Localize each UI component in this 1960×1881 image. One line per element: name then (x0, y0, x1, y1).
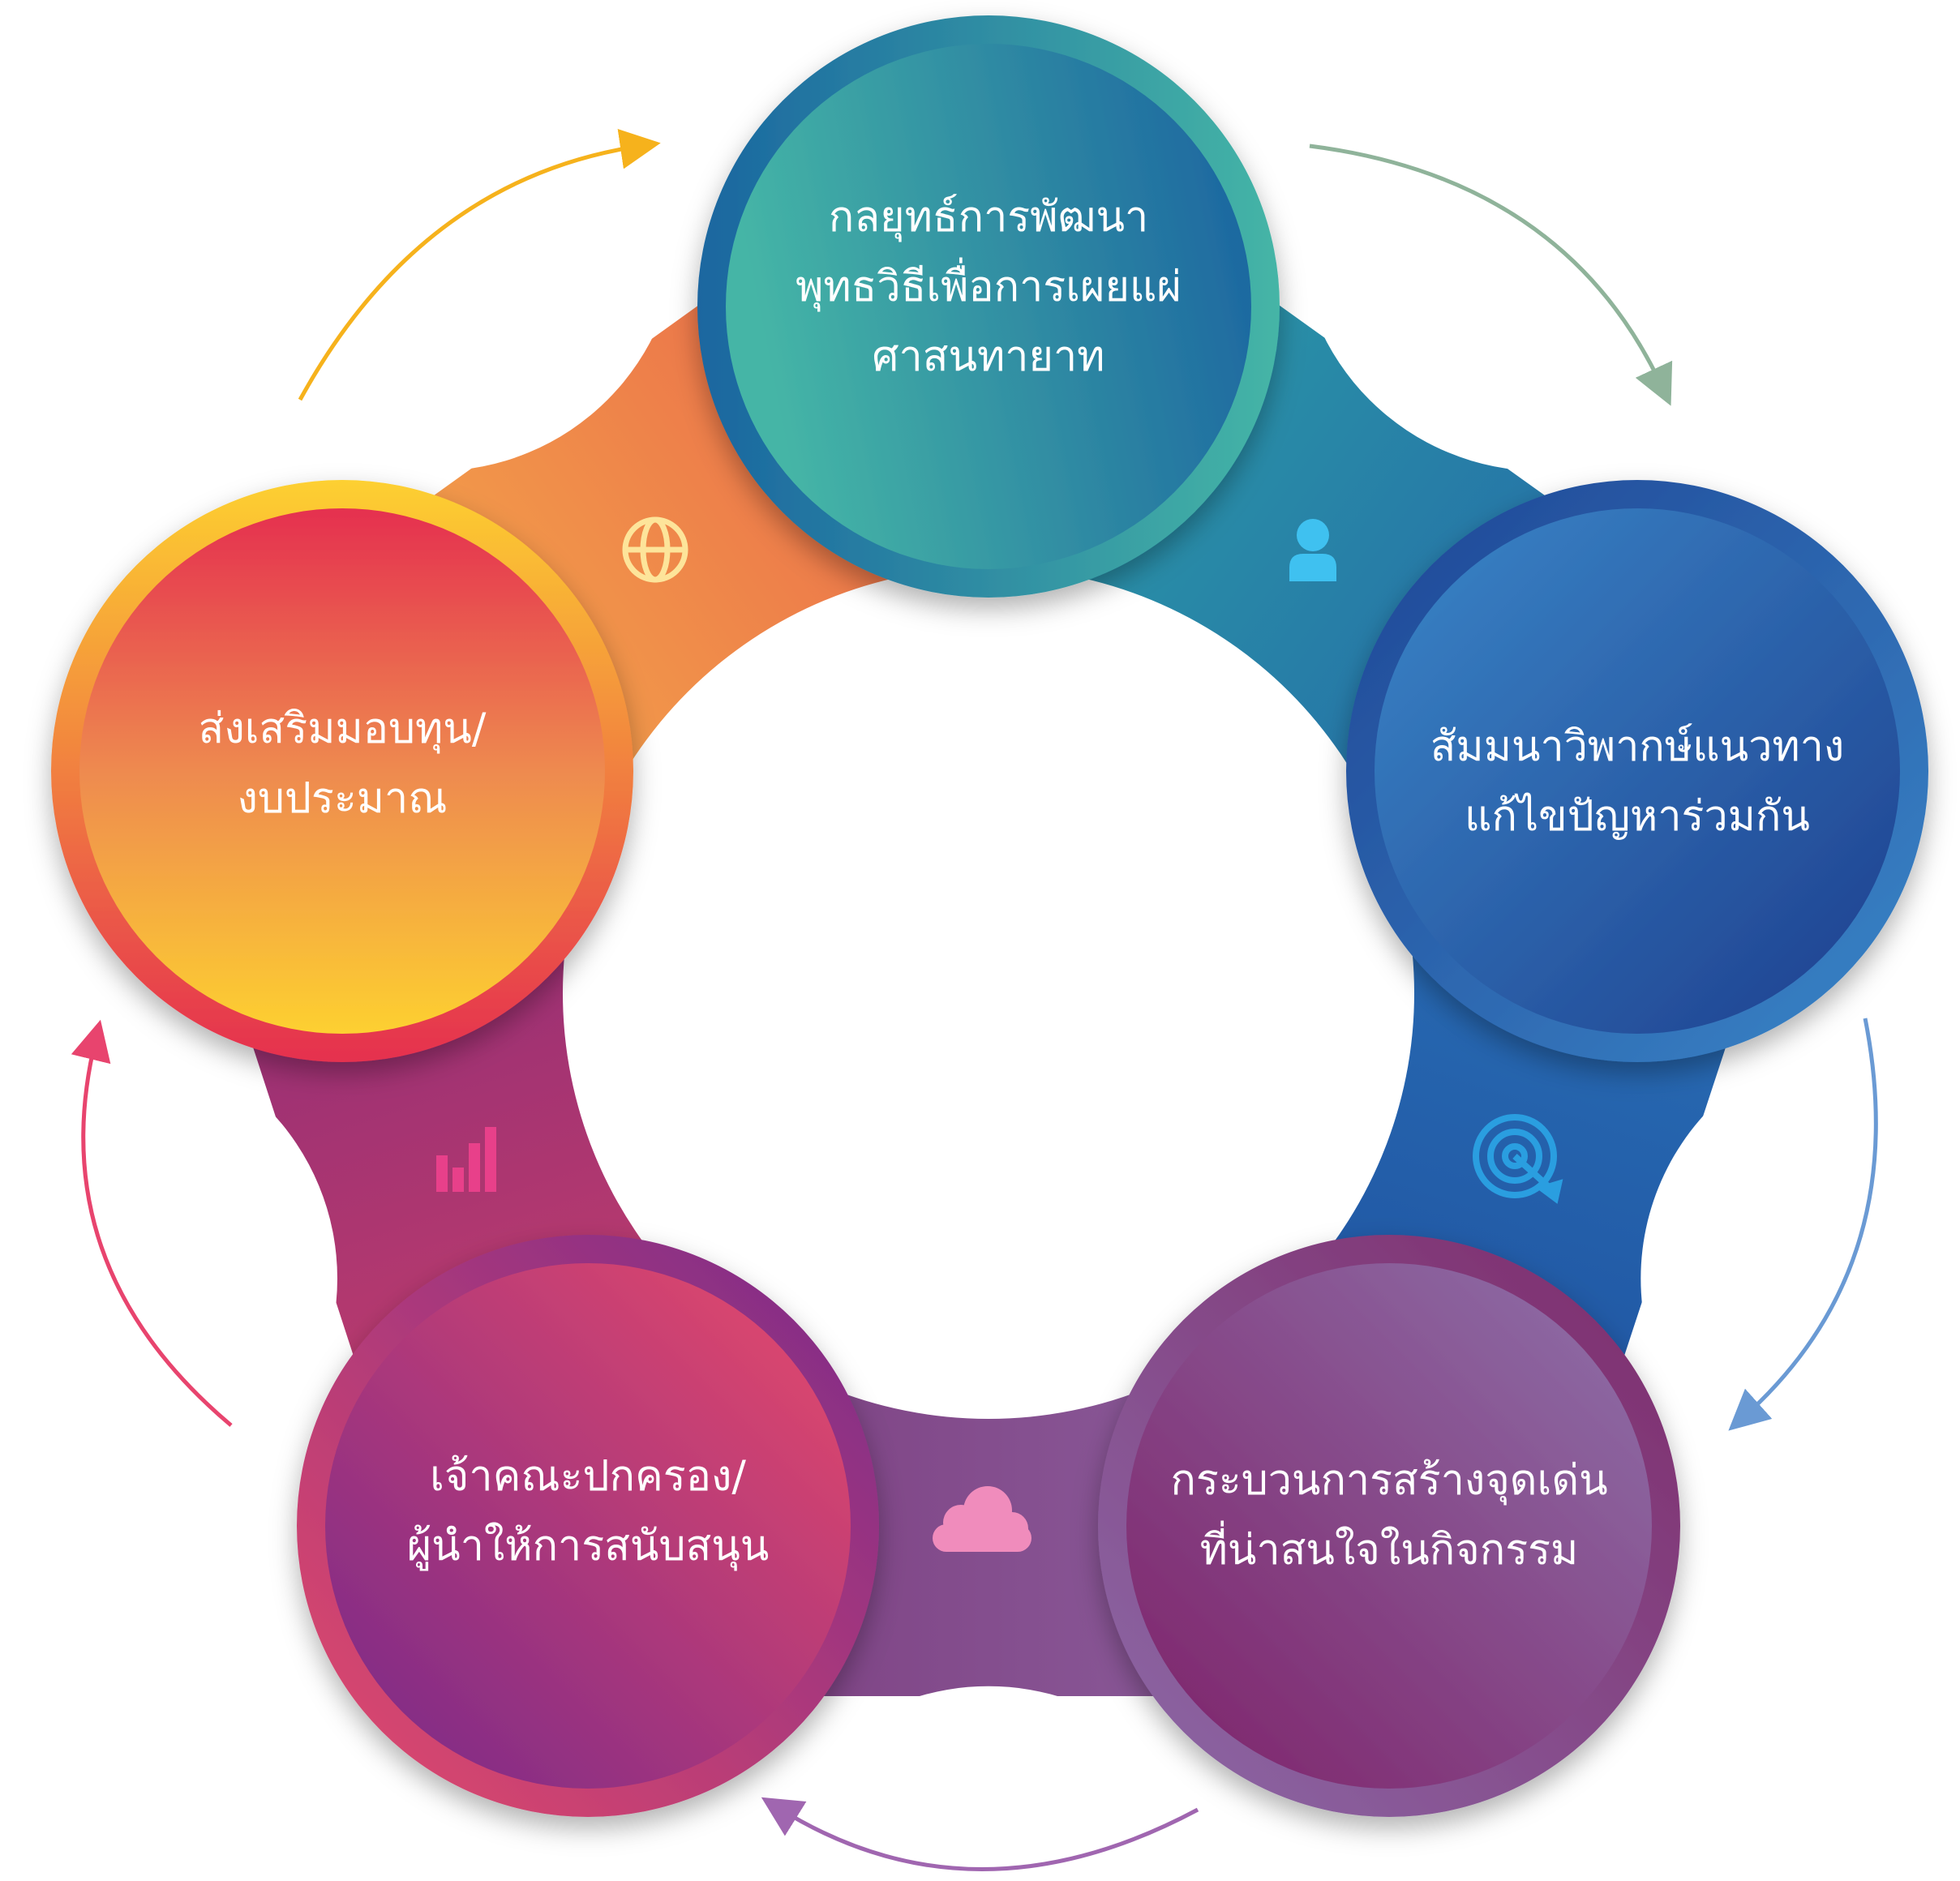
arrow-bottomleft-to-left (71, 1019, 233, 1427)
step-2: สัมมนาวิพากษ์แนวทาง แก้ไขปัญหาร่วมกัน (1346, 480, 1928, 1062)
step-label-line: แก้ไขปัญหาร่วมกัน (1465, 792, 1810, 841)
step-label-line: ศาสนทายาท (873, 332, 1105, 381)
person-icon (1289, 519, 1336, 581)
arrow-left-to-top (298, 128, 661, 401)
cycle-arrows (71, 128, 1878, 1871)
arrow-top-to-right (1309, 144, 1673, 406)
bar-chart-icon (436, 1127, 496, 1192)
step-4: เจ้าคณะปกครอง/ ผู้นำให้การสนับสนุน (297, 1235, 879, 1817)
step-label-line: กระบวนการสร้างจุดเด่น (1170, 1456, 1607, 1506)
target-icon (1473, 1114, 1563, 1204)
step-label-line: พุทธวิธีเพื่อการเผยแผ่ (796, 257, 1182, 312)
step-label-line: งบประมาณ (238, 774, 448, 823)
step-label-line: ผู้นำให้การสนับสนุน (407, 1522, 770, 1571)
center-hole (563, 568, 1414, 1419)
step-label-line: กลยุทธ์การพัฒนา (829, 193, 1148, 242)
step-3: กระบวนการสร้างจุดเด่น ที่น่าสนใจในกิจกรร… (1098, 1235, 1680, 1817)
step-label-line: ส่งเสริมมอบทุน/ (199, 705, 487, 754)
step-label-line: สัมมนาวิพากษ์แนวทาง (1430, 722, 1845, 771)
step-5: ส่งเสริมมอบทุน/ งบประมาณ (51, 480, 633, 1062)
arrow-bottomright-to-bottomleft (761, 1797, 1199, 1871)
arrow-right-to-bottomright (1728, 1018, 1878, 1431)
step-1: กลยุทธ์การพัฒนา พุทธวิธีเพื่อการเผยแผ่ ศ… (697, 15, 1280, 598)
cloud-icon (933, 1486, 1031, 1552)
step-label-line: เจ้าคณะปกครอง/ (430, 1452, 746, 1501)
step-label-line: ที่น่าสนใจในกิจกรรม (1200, 1520, 1579, 1575)
globe-icon (622, 516, 688, 583)
